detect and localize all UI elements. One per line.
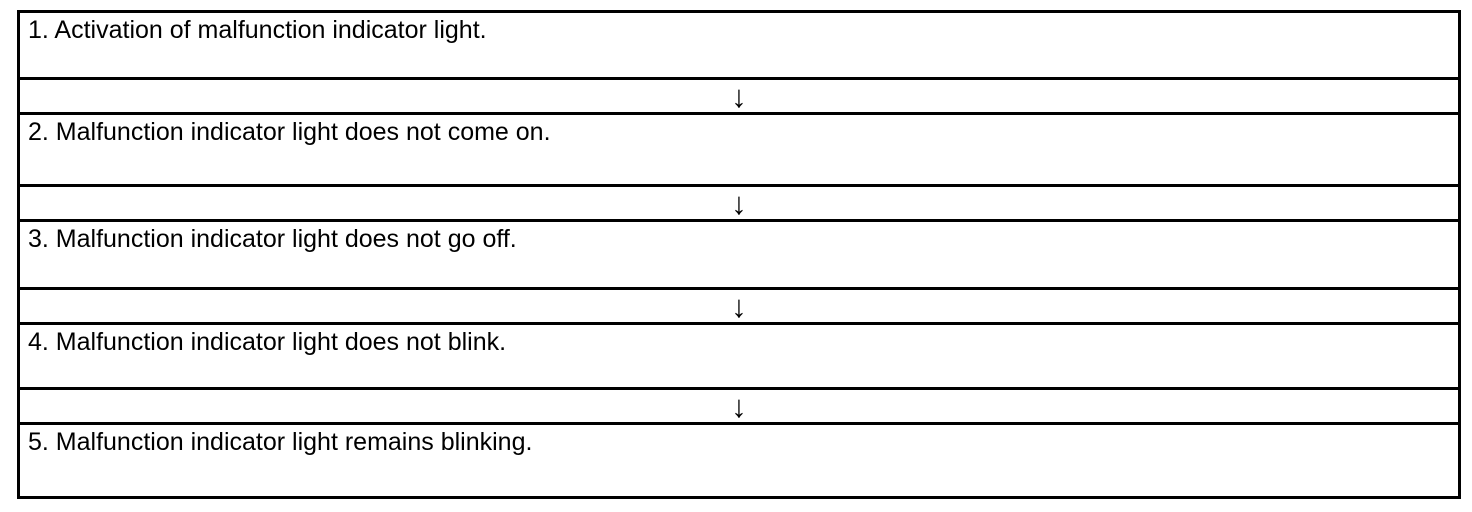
flow-step-2: 2. Malfunction indicator light does not …: [20, 115, 1458, 187]
flow-step-5-label: 5. Malfunction indicator light remains b…: [28, 428, 533, 456]
flow-step-3-label: 3. Malfunction indicator light does not …: [28, 225, 517, 253]
flow-step-4-label: 4. Malfunction indicator light does not …: [28, 328, 507, 356]
down-arrow-icon: ↓: [731, 78, 747, 114]
flow-connector-1: ↓: [20, 80, 1458, 115]
flow-step-1-label: 1. Activation of malfunction indicator l…: [28, 16, 487, 44]
flow-connector-2: ↓: [20, 187, 1458, 222]
flow-connector-4: ↓: [20, 390, 1458, 425]
flow-step-4: 4. Malfunction indicator light does not …: [20, 325, 1458, 390]
down-arrow-icon: ↓: [731, 185, 747, 221]
flow-step-5: 5. Malfunction indicator light remains b…: [20, 425, 1458, 496]
down-arrow-icon: ↓: [731, 388, 747, 424]
flow-step-1: 1. Activation of malfunction indicator l…: [20, 13, 1458, 80]
flow-step-2-label: 2. Malfunction indicator light does not …: [28, 118, 551, 146]
flow-step-3: 3. Malfunction indicator light does not …: [20, 222, 1458, 290]
malfunction-indicator-flowchart: 1. Activation of malfunction indicator l…: [17, 10, 1461, 499]
down-arrow-icon: ↓: [731, 288, 747, 324]
flow-connector-3: ↓: [20, 290, 1458, 325]
